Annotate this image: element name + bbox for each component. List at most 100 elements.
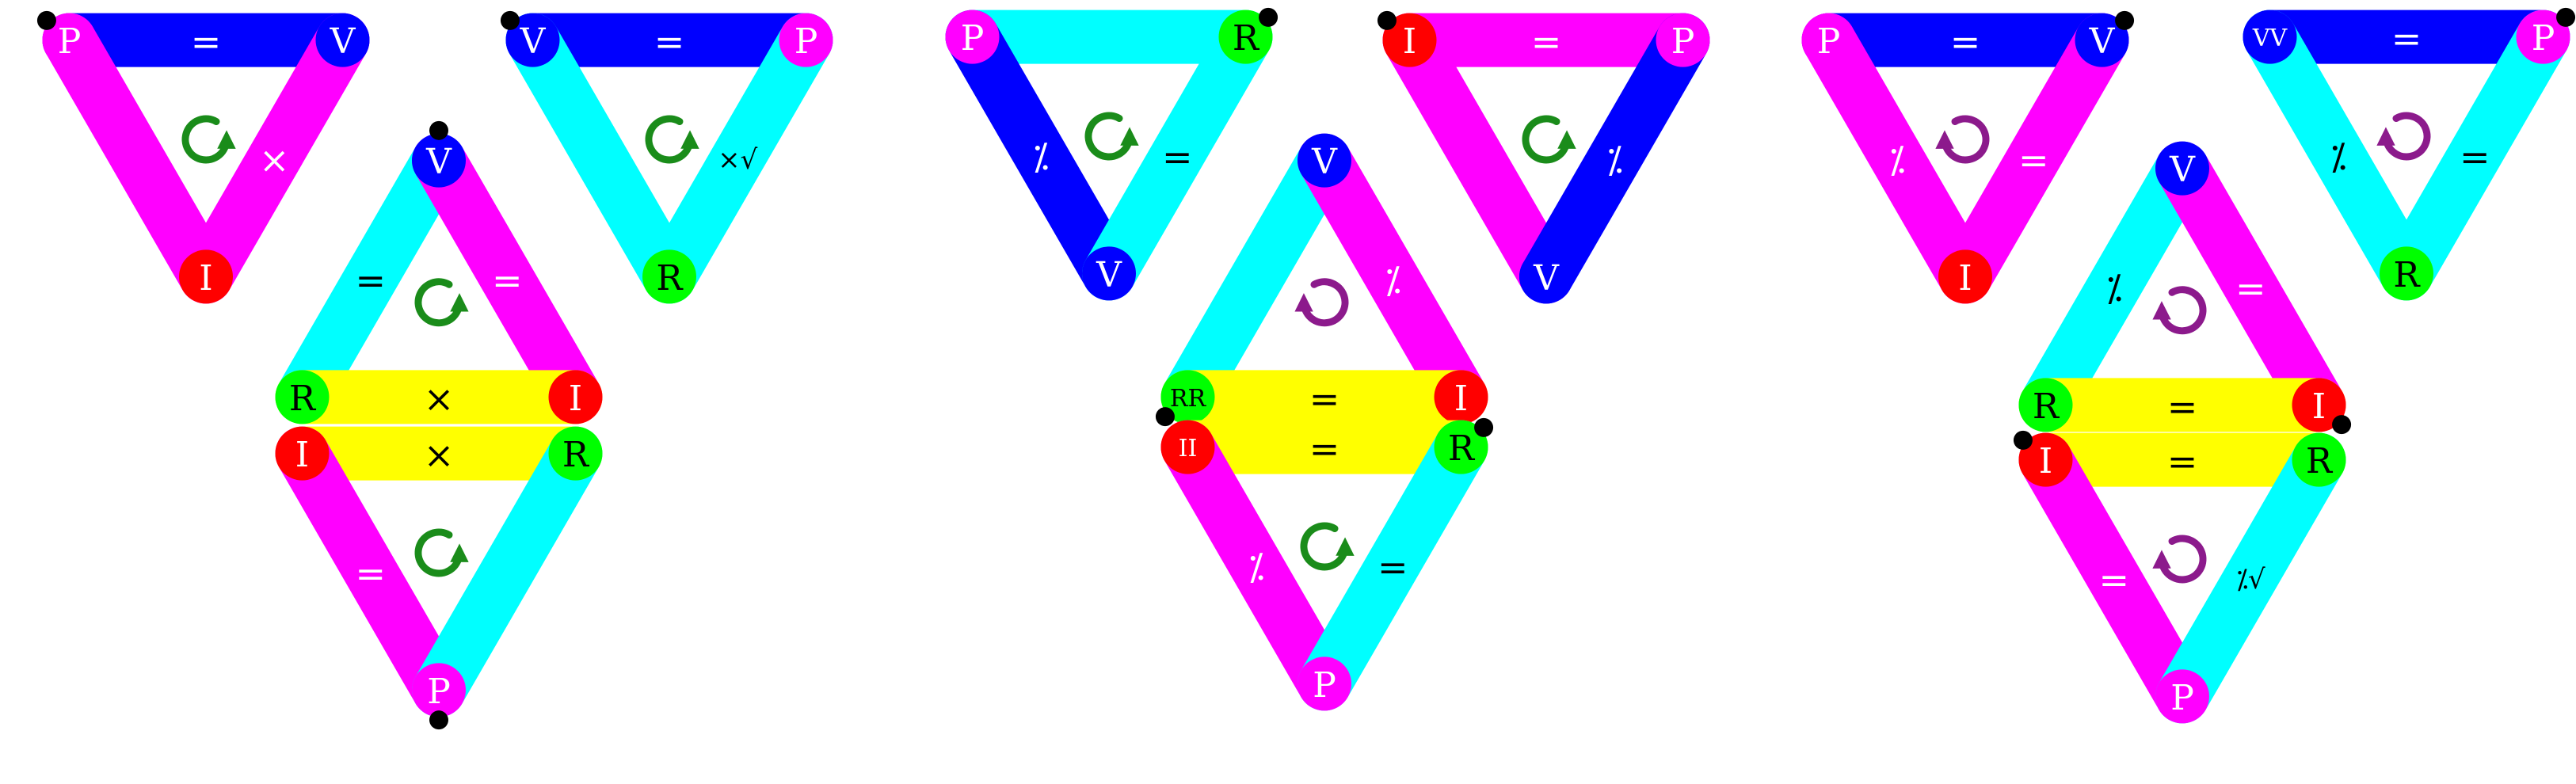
- edge-op-bottom: =: [1309, 377, 1340, 420]
- corner-disc-tr: [1218, 10, 1273, 64]
- corner-disc-b: [2380, 246, 2433, 301]
- corner-disc-tr: [2516, 10, 2570, 64]
- corner-disc-tr: [315, 13, 370, 67]
- corner-disc-tr: [1656, 13, 1710, 67]
- corner-disc-b: [2155, 669, 2209, 724]
- edge-band-left: [275, 133, 466, 424]
- corner-disc-tr: [2075, 13, 2129, 67]
- corner-label-b: I: [1958, 258, 1972, 299]
- corner-disc-bl: [2018, 378, 2073, 432]
- edge-op-right: =: [492, 259, 523, 302]
- edge-op-right: ×: [259, 139, 290, 181]
- corner-disc-tl: [2018, 432, 2073, 487]
- corner-label-b: P: [427, 672, 451, 712]
- orientation-dot: [2556, 7, 2576, 27]
- corner-label-b: V: [1533, 258, 1560, 299]
- edge-band-left: [1160, 420, 1351, 711]
- edge-op-left: ⁒: [1032, 135, 1049, 178]
- edge-band-left: [2243, 10, 2433, 301]
- orientation-dot: [2013, 430, 2033, 450]
- corner-disc-b: [642, 249, 696, 304]
- edge-op-top: =: [191, 21, 222, 63]
- edge-band-right: [2155, 141, 2346, 432]
- edge-band-left: [1801, 13, 1992, 304]
- corner-disc-tl: [2243, 10, 2297, 64]
- orientation-dot: [500, 10, 520, 30]
- corner-label-tr: R: [1233, 18, 1260, 59]
- corner-disc-tr: [779, 13, 833, 67]
- edge-band-left: [42, 13, 233, 304]
- edge-band-right: [412, 133, 603, 424]
- rotate-clockwise-icon: [181, 115, 236, 164]
- corner-disc-tl: [275, 426, 330, 481]
- corner-disc-tl: [1382, 13, 1437, 67]
- edge-op-left: ⁒: [2330, 135, 2346, 178]
- edge-band-left: [1382, 13, 1573, 304]
- edge-op-right: =: [2460, 135, 2490, 178]
- corner-disc-b: [1298, 657, 1351, 711]
- orientation-dot: [429, 120, 448, 140]
- edge-band-right: [642, 13, 833, 304]
- corner-disc-b: [1519, 249, 1573, 304]
- corner-label-tl: P: [961, 18, 985, 59]
- corner-label-tr: R: [562, 435, 590, 475]
- corner-disc-br: [548, 370, 603, 424]
- corner-disc-tr: [1434, 420, 1488, 474]
- corner-disc-bl: [1160, 370, 1215, 424]
- rotate-clockwise-icon: [414, 528, 469, 577]
- edge-op-right: =: [2235, 267, 2266, 310]
- edge-op-top: =: [1531, 21, 1562, 63]
- orientation-dot: [36, 10, 56, 30]
- orientation-dot: [1155, 407, 1175, 427]
- edge-op-right: ×√: [718, 144, 757, 176]
- edge-op-right: =: [2018, 139, 2049, 181]
- corner-label-b: V: [1096, 255, 1122, 295]
- edge-op-top: =: [2167, 440, 2198, 483]
- corner-disc-bl: [275, 370, 330, 424]
- orientation-dot: [1474, 417, 1494, 437]
- corner-label-br: I: [569, 379, 582, 419]
- edge-band-right: [1298, 420, 1488, 711]
- rotate-clockwise-icon: [645, 115, 699, 164]
- corner-disc-t: [412, 133, 466, 188]
- edge-op-right: =: [1162, 135, 1193, 178]
- corner-label-tr: R: [2306, 441, 2334, 481]
- corner-disc-tl: [945, 10, 1000, 64]
- edge-op-top: =: [1309, 428, 1340, 470]
- edge-op-right: ⁒√: [2236, 564, 2265, 596]
- rotate-clockwise-icon: [1522, 115, 1576, 164]
- corner-label-tl: P: [58, 21, 82, 62]
- corner-label-tr: P: [2532, 18, 2555, 59]
- edge-op-left: ⁒: [1248, 546, 1264, 588]
- edge-band-right: [1938, 13, 2129, 304]
- corner-disc-tr: [548, 426, 603, 481]
- corner-label-t: V: [1311, 142, 1338, 182]
- edge-op-left: ⁒: [2105, 267, 2122, 310]
- corner-label-tl: V: [520, 21, 547, 62]
- corner-label-tr: P: [1671, 21, 1695, 62]
- corner-disc-tl: [1160, 420, 1215, 474]
- corner-disc-b: [1938, 249, 1992, 304]
- corner-disc-tl: [505, 13, 560, 67]
- corner-label-tl: P: [1817, 21, 1841, 62]
- rotate-clockwise-icon: [1300, 522, 1355, 571]
- edge-op-top: ×: [424, 434, 455, 477]
- edge-band-right: [1519, 13, 1710, 304]
- edge-band-right: [2380, 10, 2570, 301]
- corner-disc-b: [179, 249, 233, 304]
- corner-disc-t: [2155, 141, 2209, 196]
- corner-label-tr: V: [2089, 21, 2116, 62]
- corner-label-t: V: [425, 142, 452, 182]
- edge-band-right: [179, 13, 370, 304]
- corner-label-t: V: [2169, 150, 2196, 190]
- edge-op-left: =: [2098, 558, 2129, 601]
- edge-band-right: [1082, 10, 1273, 301]
